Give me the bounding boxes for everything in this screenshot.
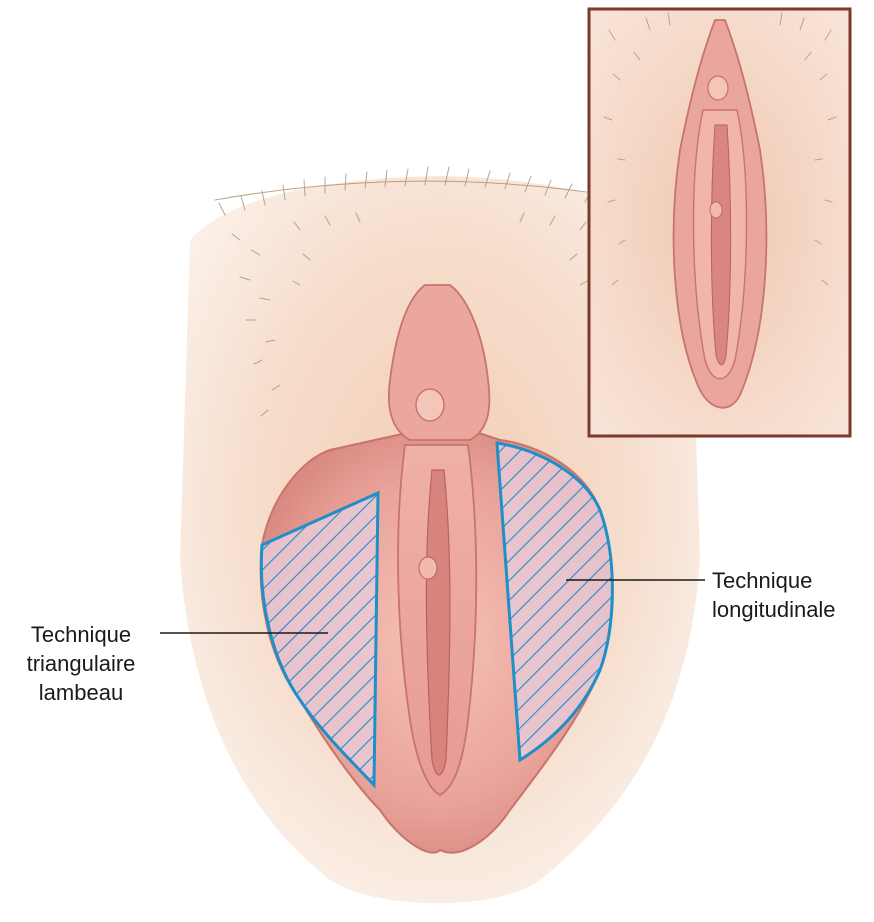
label-triangular-line-2: triangulaire <box>6 649 156 678</box>
label-triangular-line-1: Technique <box>6 620 156 649</box>
label-triangular-technique: Technique triangulaire lambeau <box>6 620 156 707</box>
label-longitudinal-line-1: Technique <box>712 566 836 595</box>
label-longitudinal-line-2: longitudinale <box>712 595 836 624</box>
label-longitudinal-technique: Technique longitudinale <box>712 566 836 624</box>
label-triangular-line-3: lambeau <box>6 678 156 707</box>
inset-panel <box>589 9 850 436</box>
